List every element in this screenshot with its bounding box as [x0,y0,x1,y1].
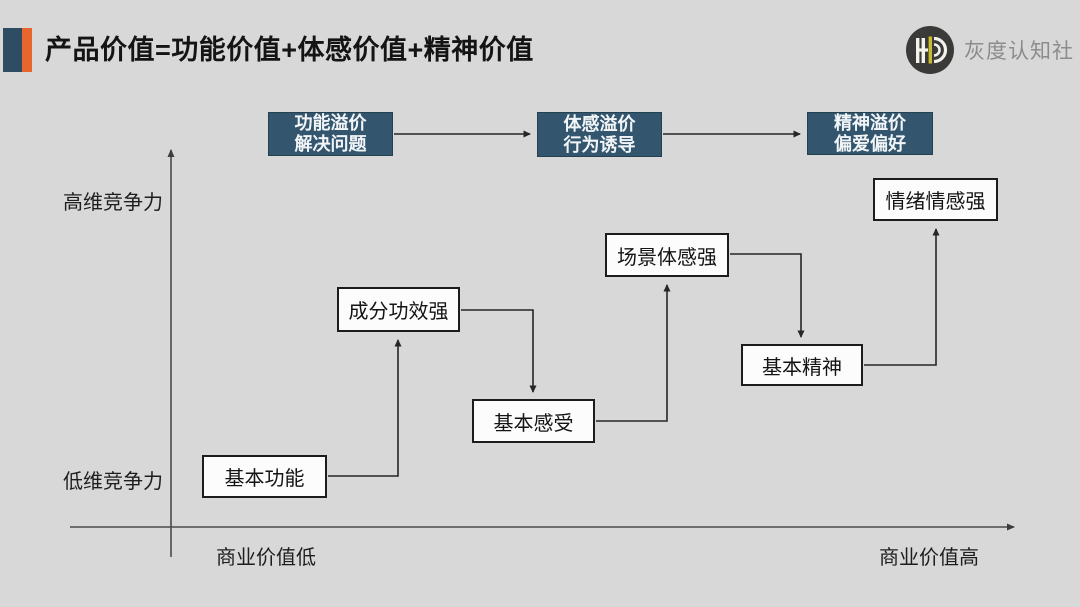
node-basic-function: 基本功能 [202,455,327,498]
premium-box-sensory: 体感溢价 行为诱导 [537,112,662,157]
page-title: 产品价值=功能价值+体感价值+精神价值 [45,35,534,65]
premium-box-function-line1: 功能溢价 [294,113,367,133]
node-basic-spirit: 基本精神 [741,344,863,386]
x-axis-left-label: 商业价值低 [216,547,316,569]
connector-basic-spirit-to-emotion [864,228,940,366]
premium-box-sensory-line2: 行为诱导 [563,134,636,155]
connector-basic-feeling-to-scene [596,284,671,422]
node-emotion-strong: 情绪情感强 [873,178,998,221]
hd-logo-icon [906,26,954,74]
premium-box-spiritual: 精神溢价 偏爱偏好 [807,112,933,155]
premium-box-sensory-line1: 体感溢价 [563,113,636,134]
y-axis-bottom-label: 低维竞争力 [63,471,163,493]
premium-box-function-line2: 解决问题 [294,134,367,154]
node-scene-sensory: 场景体感强 [605,233,729,277]
premium-box-spiritual-line1: 精神溢价 [834,112,906,133]
premium-box-spiritual-line2: 偏爱偏好 [834,133,906,154]
title-accent-orange-strip [22,28,32,72]
connector-scene-to-basic-spirit [730,253,805,338]
node-basic-feeling: 基本感受 [472,399,595,443]
connector-basic-function-to-ingredient [328,339,402,477]
y-axis-top-label: 高维竞争力 [63,192,163,214]
brand-logo: 灰度认知社 [905,25,1074,75]
x-axis-right-label: 商业价值高 [879,547,979,569]
brand-name: 灰度认知社 [964,40,1074,63]
connector-ingredient-to-basic-feeling [461,309,537,393]
node-ingredient-efficacy: 成分功效强 [337,287,460,332]
premium-box-function: 功能溢价 解决问题 [268,112,393,156]
title-accent-block [3,28,32,72]
